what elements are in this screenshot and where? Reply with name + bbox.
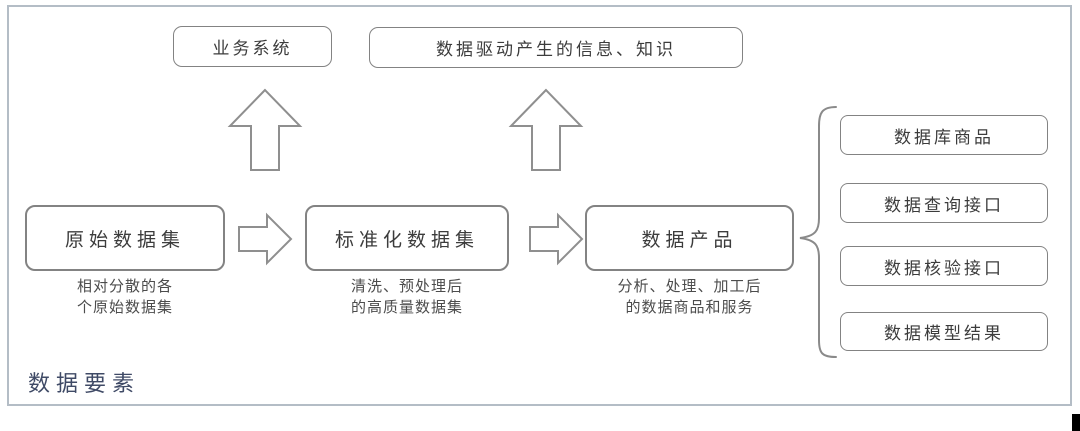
caption-line: 个原始数据集 — [76, 300, 173, 316]
data-elements-title: 数据要素 — [28, 371, 141, 396]
data-model-result-box: 数据模型结果 — [840, 312, 1048, 351]
caption-line: 的高质量数据集 — [350, 300, 463, 316]
right-arrow-icon — [238, 212, 293, 266]
data-verification-interface-box: 数据核验接口 — [840, 246, 1048, 286]
data-driven-info-label: 数据驱动产生的信息、知识 — [436, 40, 676, 59]
curly-brace-shape — [799, 106, 837, 358]
up-arrow-icon — [508, 88, 584, 171]
data-query-interface-label: 数据查询接口 — [884, 195, 1004, 215]
standardized-dataset-box: 标准化数据集 — [305, 205, 509, 271]
standardized-dataset-label: 标准化数据集 — [334, 229, 479, 251]
corner-mark — [1072, 414, 1080, 431]
data-driven-info-box: 数据驱动产生的信息、知识 — [369, 27, 743, 68]
raw-dataset-caption: 相对分散的各 个原始数据集 — [25, 277, 225, 319]
data-product-box: 数据产品 — [585, 205, 794, 271]
raw-dataset-box: 原始数据集 — [25, 205, 225, 271]
caption-line: 的数据商品和服务 — [625, 300, 754, 316]
caption-line: 清洗、预处理后 — [350, 279, 463, 295]
right-arrow-icon — [529, 212, 584, 266]
data-query-interface-box: 数据查询接口 — [840, 183, 1048, 223]
database-product-box: 数据库商品 — [840, 115, 1048, 155]
caption-line: 分析、处理、加工后 — [617, 279, 762, 295]
up-arrow-icon — [227, 88, 303, 171]
data-model-result-label: 数据模型结果 — [884, 324, 1004, 343]
caption-line: 相对分散的各 — [76, 279, 173, 295]
data-product-label: 数据产品 — [641, 229, 738, 251]
data-product-caption: 分析、处理、加工后 的数据商品和服务 — [585, 277, 794, 319]
standardized-dataset-caption: 清洗、预处理后 的高质量数据集 — [305, 277, 509, 319]
data-verification-interface-label: 数据核验接口 — [884, 258, 1004, 278]
business-system-label: 业务系统 — [212, 39, 293, 58]
database-product-label: 数据库商品 — [894, 127, 994, 147]
raw-dataset-label: 原始数据集 — [64, 229, 185, 251]
business-system-box: 业务系统 — [173, 26, 332, 67]
